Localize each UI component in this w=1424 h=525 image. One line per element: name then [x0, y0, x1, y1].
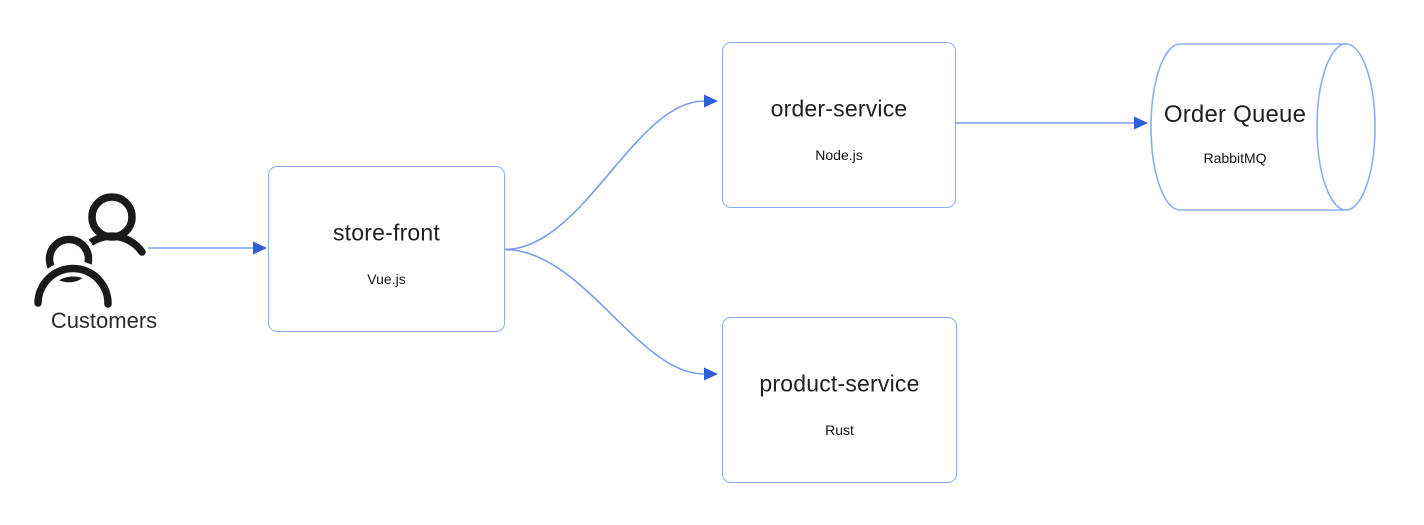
edge-store-front-to-order-service [504, 94, 718, 251]
arrowhead-icon [704, 367, 718, 381]
node-title: order-service [770, 95, 908, 122]
node-store-front[interactable]: store-front Vue.js [268, 166, 505, 332]
edge-order-service-to-order-queue [956, 116, 1148, 130]
node-subtitle: RabbitMQ [1203, 149, 1267, 166]
arrowhead-icon [704, 94, 718, 108]
cylinder-labels: Order Queue RabbitMQ [1152, 42, 1318, 212]
node-title: store-front [332, 219, 440, 246]
node-customers[interactable]: Customers [24, 185, 184, 340]
edge-store-front-to-product-service [504, 248, 718, 381]
node-title: product-service [759, 370, 920, 397]
node-product-service[interactable]: product-service Rust [722, 317, 957, 483]
node-subtitle: Vue.js [367, 270, 406, 287]
node-title: Order Queue [1163, 101, 1307, 129]
customers-icon [30, 193, 146, 308]
cylinder-shape-icon [1150, 43, 1376, 211]
customers-label: Customers [50, 308, 158, 333]
node-order-service[interactable]: order-service Node.js [722, 42, 956, 208]
node-order-queue[interactable]: Order Queue RabbitMQ [1140, 30, 1390, 225]
arrowhead-icon [253, 241, 267, 255]
node-subtitle: Rust [825, 421, 854, 438]
node-subtitle: Node.js [815, 146, 863, 163]
